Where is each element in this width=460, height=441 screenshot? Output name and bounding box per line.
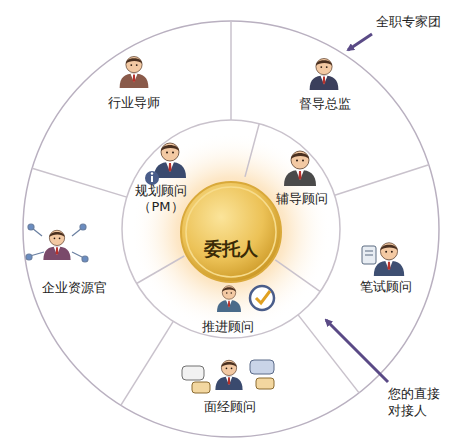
person-icon <box>120 57 149 89</box>
role-name: 推进顾问 <box>202 319 254 335</box>
person-icon <box>217 286 241 312</box>
role-name: 辅导顾问 <box>276 191 328 207</box>
person-icon <box>374 243 404 276</box>
client-name: 委托人 <box>179 238 283 261</box>
divider-line <box>137 256 185 284</box>
role-name: 笔试顾问 <box>360 279 412 295</box>
gold-disc <box>179 180 283 284</box>
divider-line <box>298 315 359 393</box>
person-icon <box>43 230 70 260</box>
role-name: 面经顾问 <box>204 399 256 415</box>
role-label: 督导总监 <box>299 96 351 112</box>
person-icon <box>215 360 242 390</box>
divider-line <box>32 168 127 197</box>
divider-line <box>335 165 429 196</box>
divider-line <box>121 321 173 405</box>
role-label: 笔试顾问 <box>360 279 412 295</box>
callout-arrow <box>348 34 372 50</box>
callout-label: 您的直接 对接人 <box>388 386 444 420</box>
person-icon <box>284 151 316 186</box>
callout-label: 全职专家团 <box>376 14 456 31</box>
role-label: 辅导顾问 <box>276 191 328 207</box>
divider-line <box>230 21 232 120</box>
role-name: 规划顾问 （PM） <box>133 183 189 216</box>
role-label: 行业导师 <box>108 95 160 111</box>
person-icon <box>310 59 339 91</box>
role-label: 规划顾问 （PM） <box>133 183 189 216</box>
role-name: 行业导师 <box>108 95 160 111</box>
role-name: 企业资源官 <box>42 280 107 296</box>
role-name: 督导总监 <box>299 96 351 112</box>
role-label: 企业资源官 <box>42 280 107 296</box>
divider-line <box>245 124 259 177</box>
client-circle: 委托人 <box>179 180 283 284</box>
callout-arrow <box>326 320 388 382</box>
role-label: 面经顾问 <box>204 399 256 415</box>
role-label: 推进顾问 <box>202 319 254 335</box>
divider-line <box>275 260 320 292</box>
person-icon <box>154 143 186 178</box>
